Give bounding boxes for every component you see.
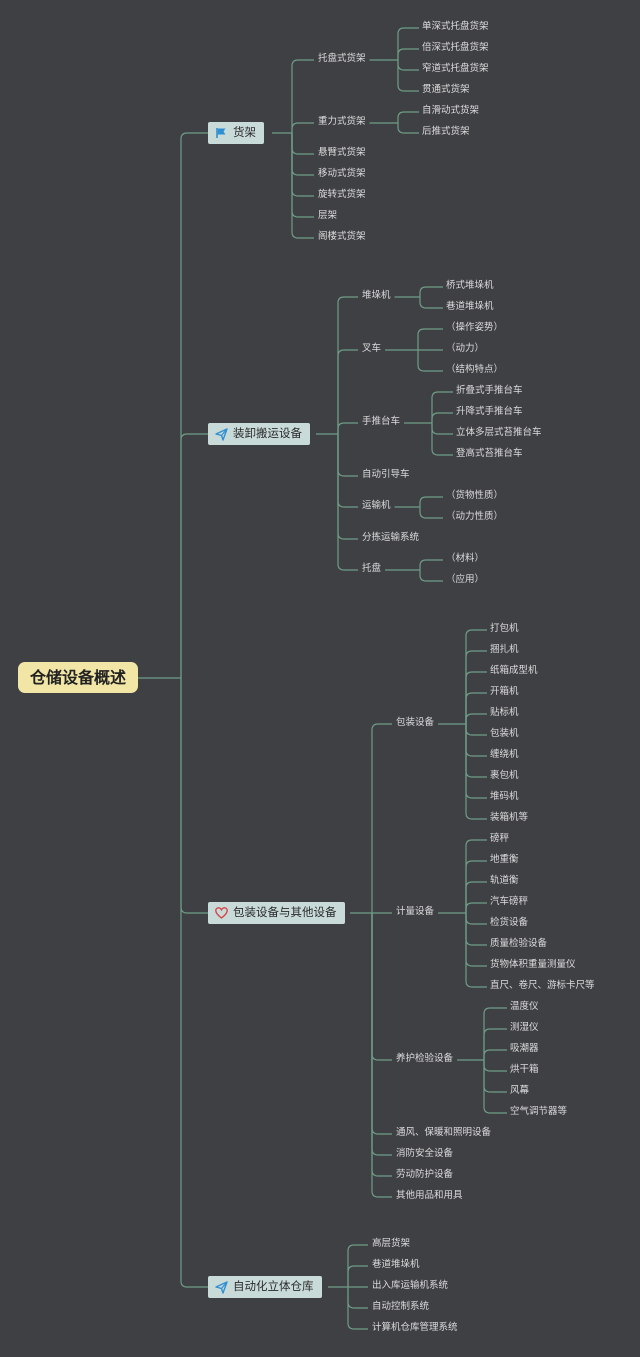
- sub-node[interactable]: 托盘: [362, 563, 382, 574]
- leaf-node[interactable]: 堆码机: [490, 791, 519, 802]
- leaf-node[interactable]: 吸潮器: [510, 1043, 539, 1054]
- sub-node[interactable]: 养护检验设备: [396, 1053, 454, 1064]
- leaf-node[interactable]: 贯通式货架: [422, 84, 470, 95]
- leaf-node[interactable]: （结构特点）: [446, 364, 504, 375]
- leaf-node[interactable]: 打包机: [490, 623, 519, 634]
- leaf-node[interactable]: （货物性质）: [446, 490, 504, 501]
- leaf-node[interactable]: 后推式货架: [422, 126, 470, 137]
- leaf-node[interactable]: 开箱机: [490, 686, 519, 697]
- sub-node[interactable]: 叉车: [362, 343, 382, 354]
- sub-node[interactable]: 悬臂式货架: [318, 147, 366, 158]
- sub-node[interactable]: 托盘式货架: [318, 53, 366, 64]
- sub-node[interactable]: 消防安全设备: [396, 1148, 454, 1159]
- leaf-node[interactable]: （操作姿势）: [446, 322, 504, 333]
- branch-handling-equipment[interactable]: 装卸搬运设备: [208, 423, 310, 445]
- sub-node[interactable]: 重力式货架: [318, 116, 366, 127]
- leaf-node[interactable]: 货物体积重量测量仪: [490, 959, 576, 970]
- leaf-node[interactable]: 包装机: [490, 728, 519, 739]
- leaf-node[interactable]: 倍深式托盘货架: [422, 42, 489, 53]
- leaf-node[interactable]: 直尺、卷尺、游标卡尺等: [490, 980, 595, 991]
- leaf-node[interactable]: 测湿仪: [510, 1022, 539, 1033]
- branch-automated-warehouse[interactable]: 自动化立体仓库: [208, 1276, 322, 1298]
- sub-node[interactable]: 堆垛机: [362, 290, 391, 301]
- leaf-node[interactable]: 装箱机等: [490, 812, 529, 823]
- leaf-node[interactable]: （应用）: [446, 574, 485, 585]
- branch-label: 装卸搬运设备: [233, 426, 302, 441]
- leaf-node[interactable]: （动力性质）: [446, 511, 504, 522]
- paper-plane-icon: [214, 1280, 228, 1294]
- leaf-node[interactable]: 立体多层式苔推台车: [456, 427, 542, 438]
- sub-node[interactable]: 高层货架: [372, 1238, 411, 1249]
- leaf-node[interactable]: 折叠式手推台车: [456, 385, 523, 396]
- sub-node[interactable]: 包装设备: [396, 717, 435, 728]
- sub-node[interactable]: 巷道堆垛机: [372, 1259, 420, 1270]
- sub-node[interactable]: 计量设备: [396, 906, 435, 917]
- branch-label: 自动化立体仓库: [233, 1279, 314, 1294]
- flag-icon: [214, 126, 228, 140]
- branch-packaging-equipment[interactable]: 包装设备与其他设备: [208, 902, 345, 924]
- leaf-node[interactable]: 汽车磅秤: [490, 896, 529, 907]
- leaf-node[interactable]: 温度仪: [510, 1001, 539, 1012]
- leaf-node[interactable]: 巷道堆垛机: [446, 301, 494, 312]
- sub-node[interactable]: 其他用品和用具: [396, 1190, 463, 1201]
- leaf-node[interactable]: 升降式手推台车: [456, 406, 523, 417]
- sub-node[interactable]: 层架: [318, 210, 338, 221]
- sub-node[interactable]: 分拣运输系统: [362, 532, 420, 543]
- leaf-node[interactable]: 自滑动式货架: [422, 105, 480, 116]
- root-node[interactable]: 仓储设备概述: [18, 662, 138, 693]
- leaf-node[interactable]: 桥式堆垛机: [446, 280, 494, 291]
- sub-node[interactable]: 移动式货架: [318, 168, 366, 179]
- leaf-node[interactable]: 轨道衡: [490, 875, 519, 886]
- sub-node[interactable]: 出入库运输机系统: [372, 1280, 449, 1291]
- leaf-node[interactable]: 窄道式托盘货架: [422, 63, 489, 74]
- leaf-node[interactable]: （动力）: [446, 343, 485, 354]
- leaf-node[interactable]: 烘干箱: [510, 1064, 539, 1075]
- sub-node[interactable]: 阁楼式货架: [318, 231, 366, 242]
- leaf-node[interactable]: 裹包机: [490, 770, 519, 781]
- leaf-node[interactable]: （材料）: [446, 553, 485, 564]
- sub-node[interactable]: 自动控制系统: [372, 1301, 430, 1312]
- branch-label: 包装设备与其他设备: [233, 905, 337, 920]
- branch-label: 货架: [233, 125, 256, 140]
- sub-node[interactable]: 手推台车: [362, 416, 401, 427]
- leaf-node[interactable]: 检货设备: [490, 917, 529, 928]
- sub-node[interactable]: 劳动防护设备: [396, 1169, 454, 1180]
- heart-icon: [214, 906, 228, 920]
- leaf-node[interactable]: 贴标机: [490, 707, 519, 718]
- sub-node[interactable]: 旋转式货架: [318, 189, 366, 200]
- leaf-node[interactable]: 磅秤: [490, 833, 510, 844]
- leaf-node[interactable]: 质量检验设备: [490, 938, 548, 949]
- leaf-node[interactable]: 风幕: [510, 1085, 530, 1096]
- leaf-node[interactable]: 地重衡: [490, 854, 519, 865]
- branch-shelves[interactable]: 货架: [208, 122, 264, 144]
- leaf-node[interactable]: 缠绕机: [490, 749, 519, 760]
- sub-node[interactable]: 运输机: [362, 500, 391, 511]
- leaf-node[interactable]: 单深式托盘货架: [422, 21, 489, 32]
- leaf-node[interactable]: 空气调节器等: [510, 1106, 568, 1117]
- paper-plane-icon: [214, 427, 228, 441]
- sub-node[interactable]: 通风、保暖和照明设备: [396, 1127, 492, 1138]
- leaf-node[interactable]: 纸箱成型机: [490, 665, 538, 676]
- leaf-node[interactable]: 捆扎机: [490, 644, 519, 655]
- sub-node[interactable]: 自动引导车: [362, 469, 410, 480]
- sub-node[interactable]: 计算机仓库管理系统: [372, 1322, 458, 1333]
- leaf-node[interactable]: 登高式苔推台车: [456, 448, 523, 459]
